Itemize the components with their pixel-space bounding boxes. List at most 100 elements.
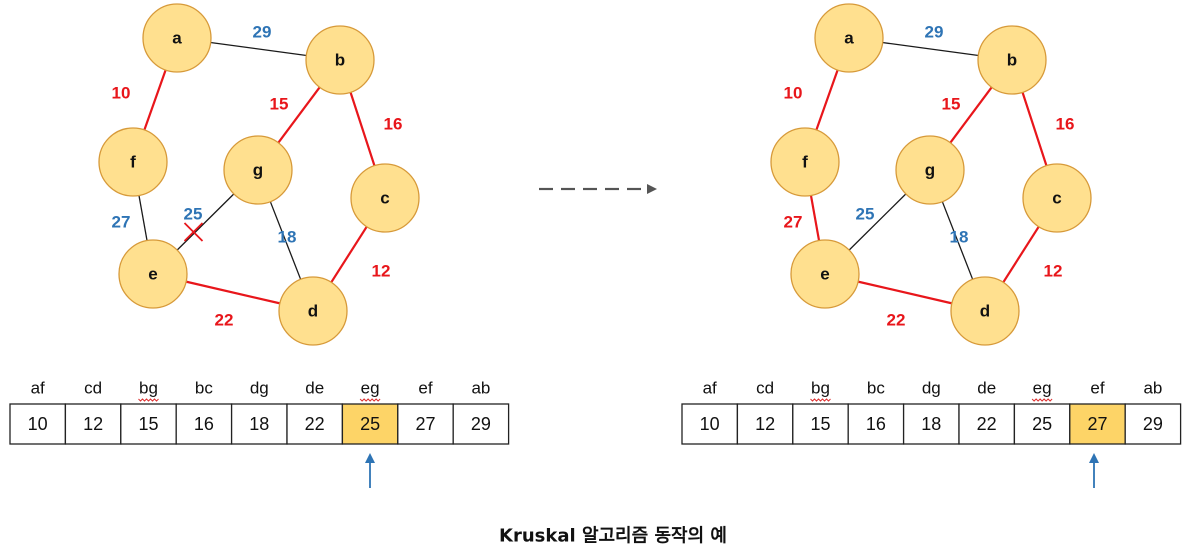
node-label: b bbox=[335, 51, 345, 70]
edge-weight-cell: 27 bbox=[415, 414, 435, 434]
edge-weight-de: 22 bbox=[887, 311, 906, 330]
node-label: a bbox=[172, 29, 182, 48]
arrow-head-icon bbox=[647, 184, 657, 194]
edge-weight-eg: 25 bbox=[184, 205, 203, 224]
edge-weight-bg: 15 bbox=[942, 95, 961, 114]
edge-header-bg: bg bbox=[139, 379, 158, 398]
edge-weight-cell: 25 bbox=[360, 414, 380, 434]
table-cell bbox=[1124, 403, 1182, 445]
edge-weight-cd: 12 bbox=[372, 262, 391, 281]
edge-weight-cell: 16 bbox=[866, 414, 886, 434]
nodes: a b c d e f g bbox=[770, 3, 1092, 346]
edge-weight-cd: 12 bbox=[1044, 262, 1063, 281]
node-label: c bbox=[1052, 189, 1061, 208]
node-b: b bbox=[977, 25, 1047, 95]
transition-arrow bbox=[539, 184, 657, 194]
table-cell bbox=[64, 403, 122, 445]
table-cell bbox=[175, 403, 233, 445]
edge-bc bbox=[348, 88, 377, 170]
edge-header-dg: dg bbox=[922, 379, 941, 398]
edge-weight-dg: 18 bbox=[950, 228, 969, 247]
table-cell bbox=[792, 403, 849, 445]
edge-cd bbox=[1000, 222, 1042, 287]
edge-weight-cell: 15 bbox=[810, 414, 830, 434]
table-cell bbox=[452, 403, 510, 445]
edge-weight-cell: 18 bbox=[921, 414, 941, 434]
edge-header-ef: ef bbox=[418, 379, 432, 398]
table-cell bbox=[902, 403, 960, 445]
edge-weight-cell: 22 bbox=[305, 414, 325, 434]
spellcheck-underline bbox=[810, 398, 831, 402]
node-label: e bbox=[148, 265, 157, 284]
edge-weight-cell: 29 bbox=[1143, 414, 1163, 434]
edge-weight-cell: 10 bbox=[700, 414, 720, 434]
edge-weight-ef: 27 bbox=[112, 213, 131, 232]
edge-bg bbox=[275, 83, 323, 147]
edge-weight-cell: 16 bbox=[194, 414, 214, 434]
edge-bc bbox=[1020, 88, 1049, 170]
node-label: b bbox=[1007, 51, 1017, 70]
edge-weight-de: 22 bbox=[215, 311, 234, 330]
node-d: d bbox=[950, 276, 1020, 346]
node-label: a bbox=[844, 29, 854, 48]
edge-ab bbox=[206, 41, 311, 57]
node-label: f bbox=[130, 153, 136, 172]
node-label: d bbox=[980, 302, 990, 321]
edge-weight-cell: 29 bbox=[471, 414, 491, 434]
edge-de bbox=[181, 279, 285, 306]
spellcheck-underline bbox=[1031, 398, 1053, 402]
node-g: g bbox=[223, 135, 293, 205]
table-cell bbox=[397, 403, 454, 445]
edge-ef bbox=[137, 191, 149, 245]
table-cell bbox=[286, 403, 344, 445]
node-label: g bbox=[925, 161, 935, 180]
node-e: e bbox=[118, 239, 188, 309]
node-label: d bbox=[308, 302, 318, 321]
node-c: c bbox=[1022, 163, 1092, 233]
edge-weight-cell: 10 bbox=[28, 414, 48, 434]
edge-weight-ab: 29 bbox=[925, 23, 944, 42]
edge-header-ab: ab bbox=[471, 379, 490, 398]
edge-weight-ab: 29 bbox=[253, 23, 272, 42]
table-cell bbox=[681, 403, 739, 445]
edge-header-eg: eg bbox=[1033, 379, 1052, 398]
edge-af bbox=[141, 65, 169, 135]
edge-bg bbox=[947, 83, 995, 147]
edge-header-bg: bg bbox=[811, 379, 830, 398]
edge-weight-cell: 15 bbox=[138, 414, 158, 434]
edge-weight-cell: 25 bbox=[1032, 414, 1052, 434]
node-f: f bbox=[98, 127, 168, 197]
node-d: d bbox=[278, 276, 348, 346]
edge-header-dg: dg bbox=[250, 379, 269, 398]
edge-header-ab: ab bbox=[1143, 379, 1162, 398]
edge-cd bbox=[328, 222, 370, 287]
figure-caption: Kruskal 알고리즘 동작의 예 bbox=[499, 526, 727, 547]
node-b: b bbox=[305, 25, 375, 95]
table-cell bbox=[958, 403, 1016, 445]
edge-eg bbox=[173, 190, 238, 254]
node-e: e bbox=[790, 239, 860, 309]
edge-header-af: af bbox=[31, 379, 45, 398]
table-cell bbox=[230, 403, 288, 445]
highlighted-cell bbox=[341, 403, 399, 445]
node-label: g bbox=[253, 161, 263, 180]
node-f: f bbox=[770, 127, 840, 197]
edge-header-de: de bbox=[977, 379, 996, 398]
edge-header-eg: eg bbox=[361, 379, 380, 398]
node-label: e bbox=[820, 265, 829, 284]
table-cell bbox=[736, 403, 794, 445]
edge-header-cd: cd bbox=[84, 379, 102, 398]
edge-header-cd: cd bbox=[756, 379, 774, 398]
edge-weight-bg: 15 bbox=[270, 95, 289, 114]
edge-weight-cell: 12 bbox=[755, 414, 775, 434]
edge-ef bbox=[809, 191, 821, 245]
rejected-edge-cross-icon bbox=[183, 222, 204, 242]
edge-header-de: de bbox=[305, 379, 324, 398]
